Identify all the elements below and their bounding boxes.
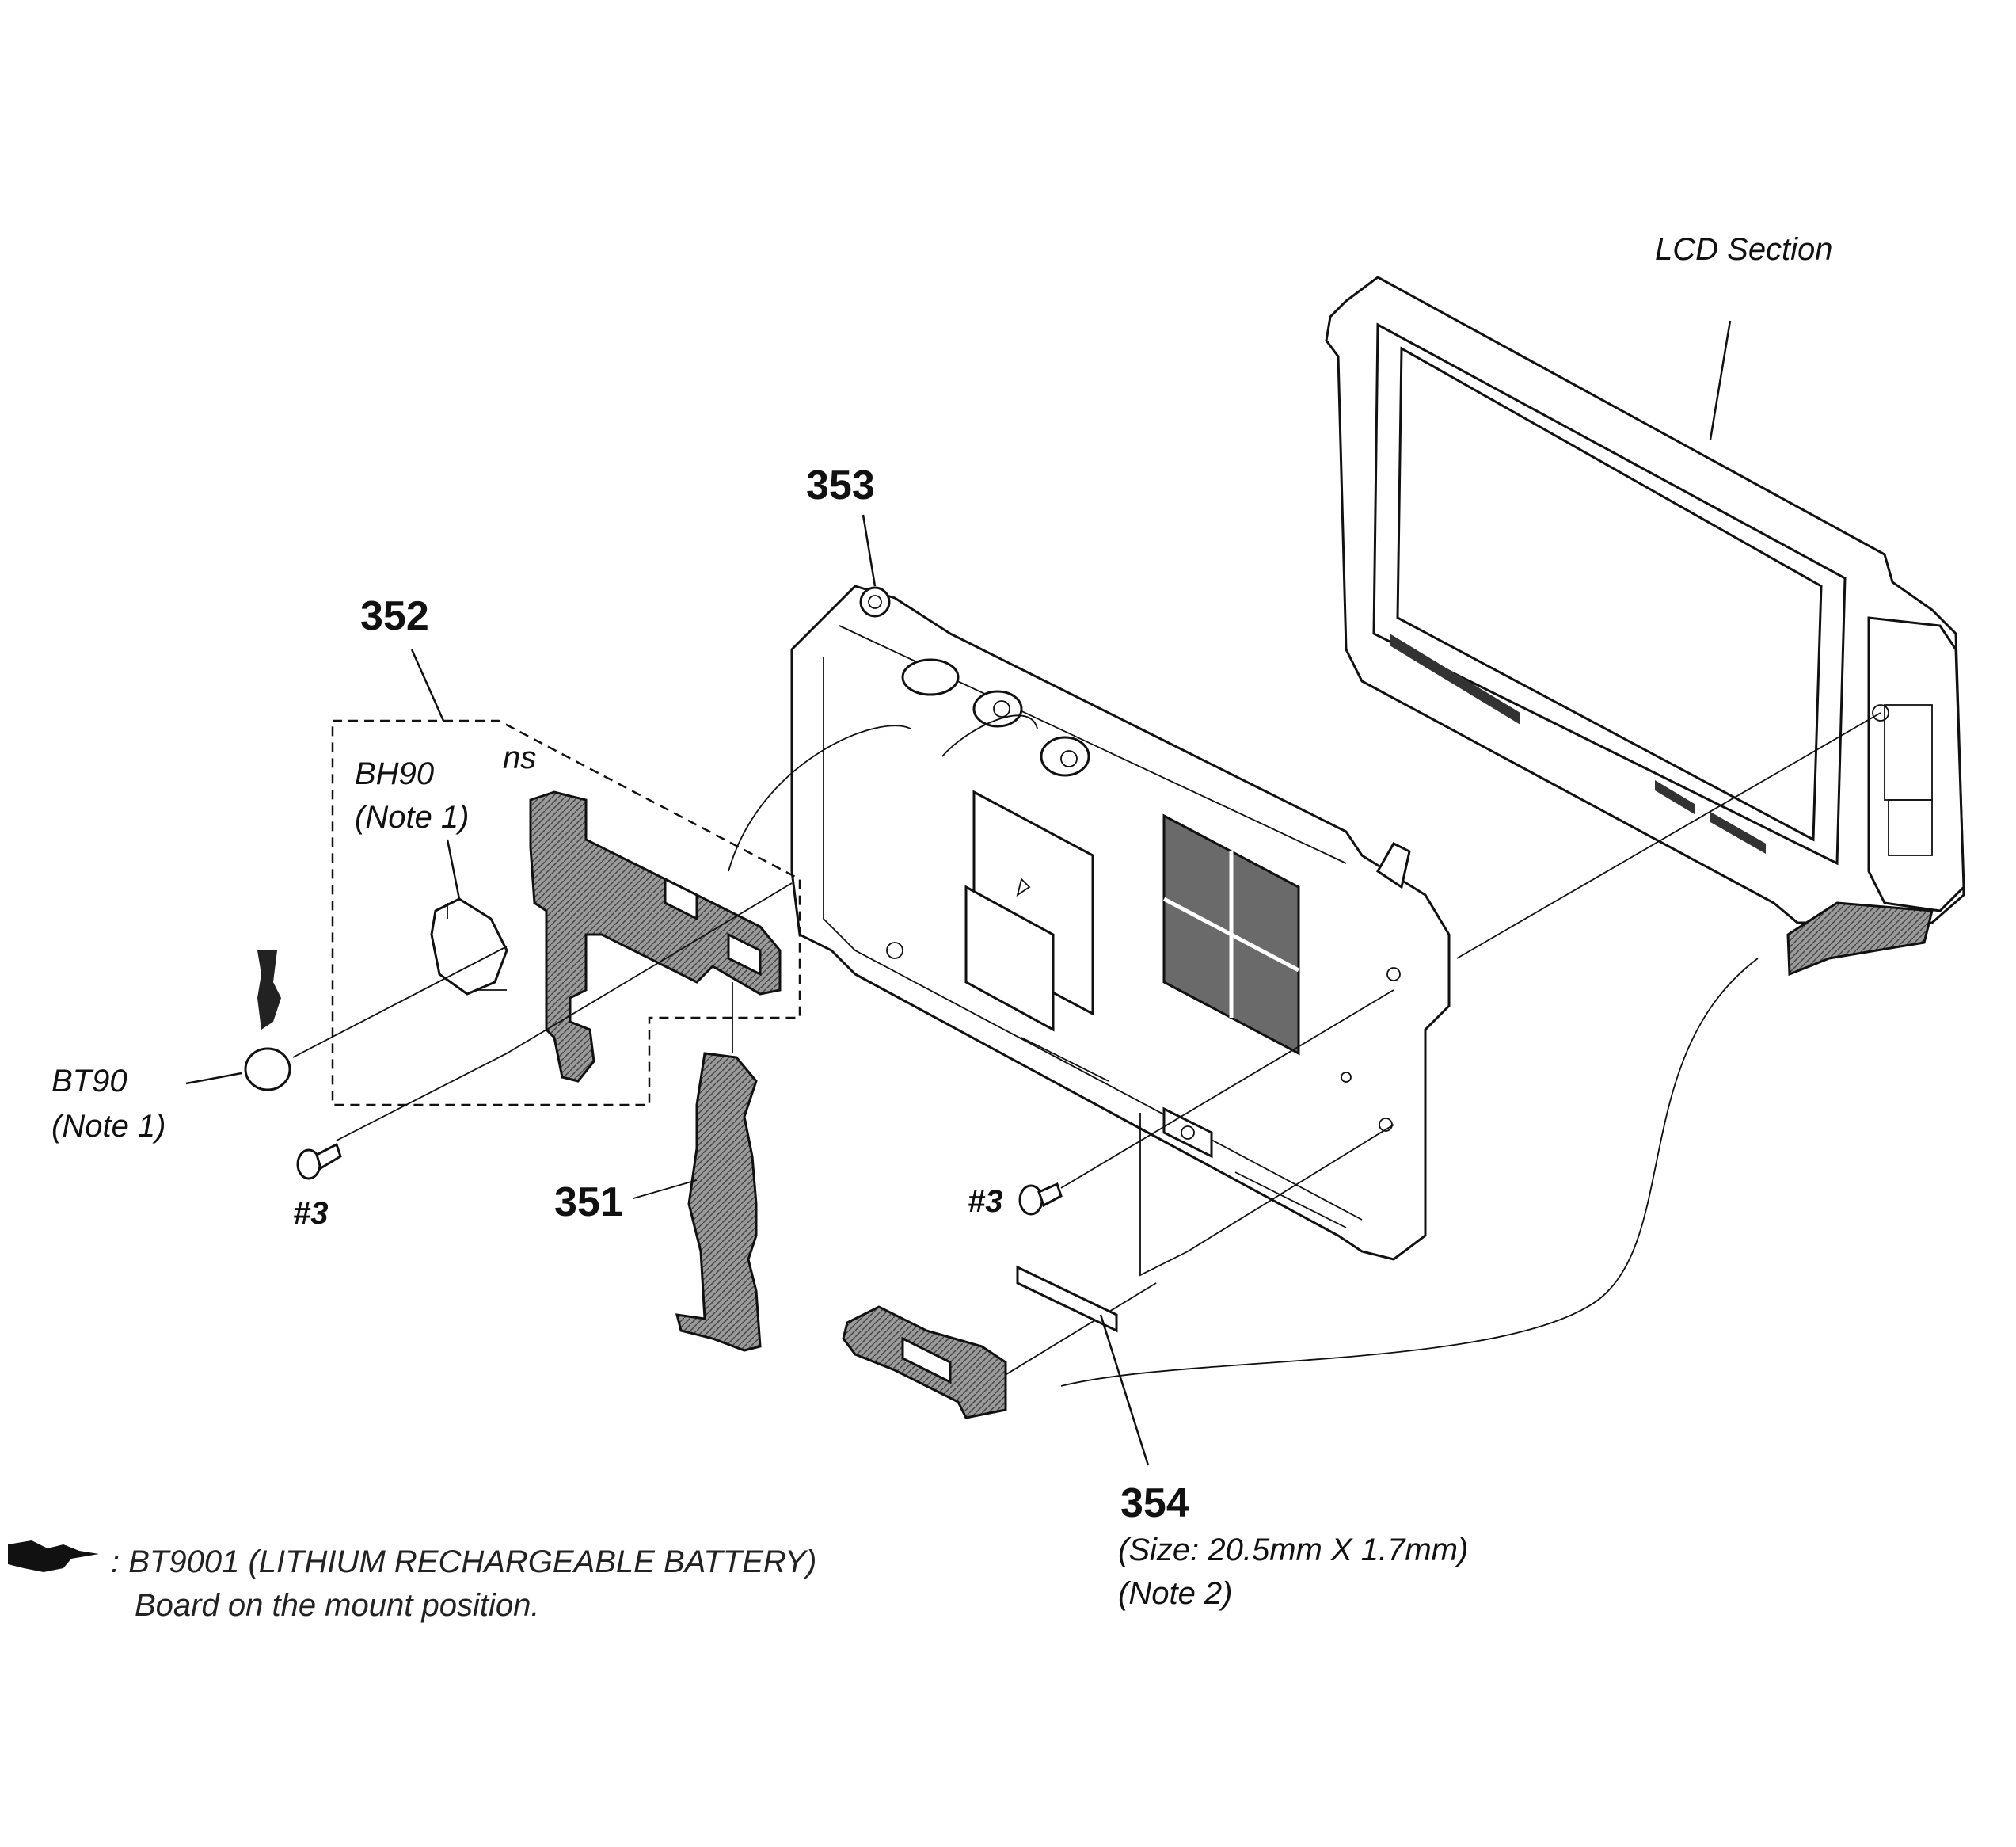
label-screw-right: #3 [968,1184,1003,1219]
label-bt90: BT90 [51,1064,127,1099]
screw-left [296,1142,342,1180]
part-353-frame [790,585,1451,1261]
label-ns: ns [503,741,536,775]
label-354-note: (Note 2) [1118,1576,1233,1611]
label-bh90-note: (Note 1) [355,800,470,835]
legend-line-2: Board on the mount position. [135,1588,539,1623]
pointing-hand-icon [8,1540,99,1572]
part-354-strip [1016,1265,1118,1333]
label-354-size: (Size: 20.5mm X 1.7mm) [1118,1533,1468,1567]
label-bt90-note: (Note 1) [51,1109,166,1144]
label-354: 354 [1120,1480,1189,1526]
label-351: 351 [554,1179,623,1225]
connector-block [842,1305,1007,1419]
label-352: 352 [360,593,429,639]
bh90-holder [430,897,508,996]
part-351-flex-cable [675,1052,762,1352]
legend-line-1: : BT9001 (LITHIUM RECHARGEABLE BATTERY) [111,1544,816,1579]
label-lcd-section: LCD Section [1655,232,1833,267]
label-353: 353 [806,463,875,508]
label-bh90: BH90 [355,756,434,791]
label-screw-left: #3 [293,1196,329,1231]
legend: : BT9001 (LITHIUM RECHARGEABLE BATTERY) … [8,1540,816,1623]
lcd-section [1325,276,1965,977]
bt90-battery [244,950,291,1091]
screw-right [1018,1182,1063,1216]
part-352-flex-board [529,790,782,1083]
